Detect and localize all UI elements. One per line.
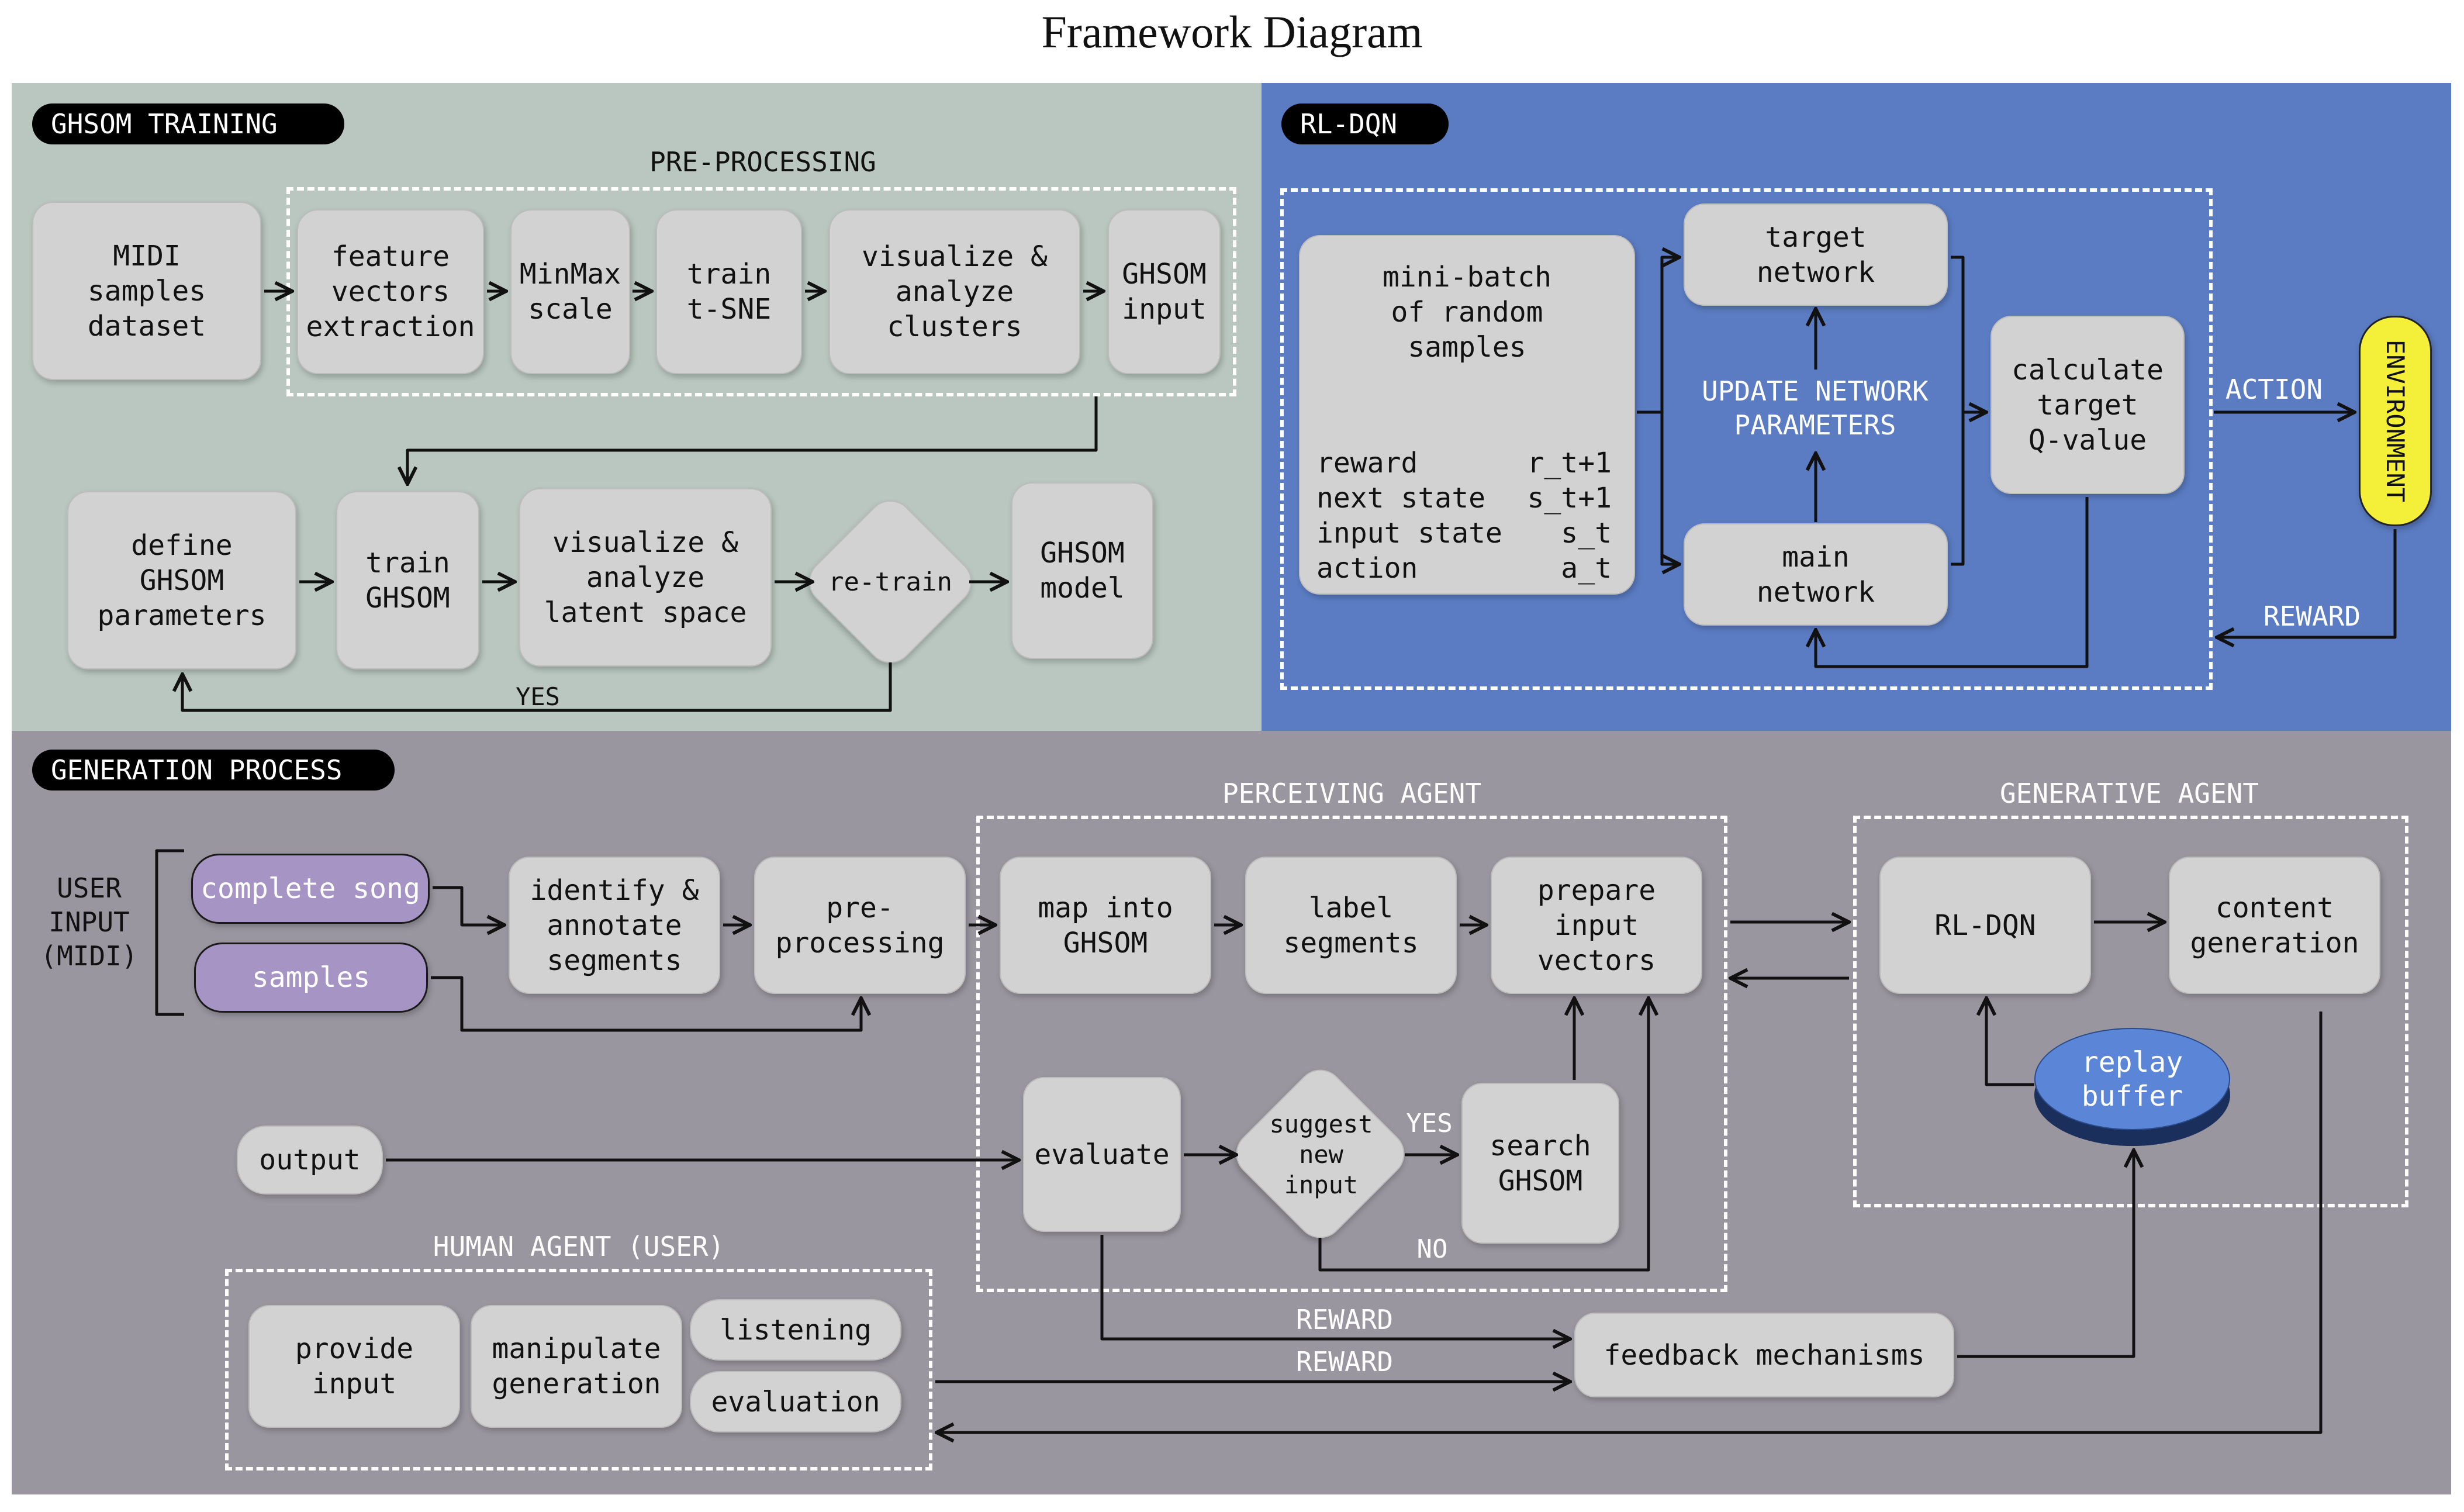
ghsom-input-node: GHSOM input bbox=[1108, 209, 1221, 374]
user-input-bracket bbox=[155, 849, 184, 1016]
prepare-vectors-node: prepare input vectors bbox=[1491, 857, 1702, 994]
rl-dqn-node: RL-DQN bbox=[1879, 857, 2091, 994]
arrow-target-to-merge bbox=[1951, 256, 1965, 412]
minmax-node: MinMax scale bbox=[510, 209, 630, 374]
reward-label-1: REWARD bbox=[1295, 1304, 1394, 1335]
main-network-node: main network bbox=[1684, 523, 1948, 626]
minibatch-reward-sym-wrap: r_t+1 bbox=[1528, 410, 1612, 481]
evaluate-node: evaluate bbox=[1023, 1077, 1181, 1232]
human-agent-region bbox=[225, 1269, 932, 1470]
minibatch-nextstate-row: next state bbox=[1316, 446, 1485, 516]
arrow-content-to-human bbox=[936, 1012, 2323, 1432]
ghsom-training-badge: GHSOM TRAINING bbox=[32, 103, 344, 144]
provide-input-node: provide input bbox=[248, 1305, 460, 1428]
manipulate-generation-node: manipulate generation bbox=[471, 1305, 682, 1428]
ghsom-model-node: GHSOM model bbox=[1011, 482, 1153, 659]
midi-dataset-node: MIDI samples dataset bbox=[32, 202, 261, 380]
feedback-mechanisms-node: feedback mechanisms bbox=[1574, 1313, 1954, 1397]
minibatch-nextstate-name: next state bbox=[1316, 482, 1485, 515]
diagram-title: Framework Diagram bbox=[1041, 6, 1423, 57]
visualize-latent-node: visualize & analyze latent space bbox=[519, 488, 772, 667]
target-network-node: target network bbox=[1684, 203, 1948, 306]
preprocessing-node: pre- processing bbox=[754, 857, 966, 994]
arrow-suggest-no-loop bbox=[1318, 998, 1649, 1272]
minibatch-action-row: action bbox=[1316, 516, 1418, 586]
arrow-feedback-to-buffer bbox=[1957, 1150, 2134, 1358]
minibatch-inputstate-row: input state bbox=[1316, 481, 1502, 551]
environment-node bbox=[2359, 316, 2432, 526]
arrow-evaluate-reward bbox=[1100, 1235, 1570, 1339]
evaluation-node: evaluation bbox=[690, 1371, 901, 1432]
search-ghsom-node: search GHSOM bbox=[1461, 1083, 1619, 1244]
identify-segments-node: identify & annotate segments bbox=[509, 857, 720, 994]
minibatch-title: mini-batch of random samples bbox=[1383, 261, 1551, 364]
arrow-input-to-define bbox=[407, 396, 1098, 484]
minibatch-nextstate-sym: s_t+1 bbox=[1527, 482, 1612, 515]
samples-node: samples bbox=[194, 943, 428, 1013]
minibatch-inputstate-name: input state bbox=[1316, 517, 1502, 550]
action-label: ACTION bbox=[2225, 374, 2323, 405]
label-segments-node: label segments bbox=[1245, 857, 1457, 994]
suggest-yes-label: YES bbox=[1406, 1109, 1453, 1138]
minibatch-inputstate-sym: s_t bbox=[1561, 517, 1612, 550]
calc-q-node: calculate target Q-value bbox=[1990, 316, 2185, 494]
arrow-calcq-to-main bbox=[1816, 497, 2089, 668]
perceiving-agent-region bbox=[976, 816, 1727, 1292]
suggest-label: suggest new input bbox=[1269, 1110, 1373, 1199]
minibatch-action-sym-wrap: a_t bbox=[1561, 516, 1612, 586]
listening-node: listening bbox=[690, 1299, 901, 1361]
rl-dashed-region bbox=[1280, 188, 2213, 690]
minibatch-reward-row: reward bbox=[1316, 410, 1418, 481]
minibatch-action-name: action bbox=[1316, 552, 1418, 585]
generative-agent-region bbox=[1853, 816, 2408, 1207]
suggest-no-label: NO bbox=[1416, 1234, 1448, 1264]
arrow-branch-to-main bbox=[1660, 412, 1679, 564]
minibatch-action-sym: a_t bbox=[1561, 552, 1612, 585]
user-input-label: USER INPUT (MIDI) bbox=[40, 872, 138, 972]
retrain-yes-label: YES bbox=[516, 682, 560, 711]
reward-label-2: REWARD bbox=[1295, 1346, 1394, 1378]
arrow-main-to-merge bbox=[1951, 412, 1965, 566]
human-agent-label: HUMAN AGENT (USER) bbox=[433, 1231, 725, 1262]
minibatch-reward-name: reward bbox=[1316, 447, 1418, 479]
update-params-label: UPDATE NETWORK PARAMETERS bbox=[1702, 375, 1929, 441]
complete-song-node: complete song bbox=[191, 854, 430, 924]
minibatch-nextstate-sym-wrap: s_t+1 bbox=[1528, 446, 1612, 516]
replay-buffer-label: replay buffer bbox=[2081, 1045, 2183, 1113]
minibatch-node: mini-batch of random samples reward r_t+… bbox=[1299, 235, 1635, 595]
arrow-buffer-to-rl bbox=[1986, 998, 2034, 1086]
rl-dqn-badge: RL-DQN bbox=[1281, 103, 1449, 144]
visualize-clusters-node: visualize & analyze clusters bbox=[829, 209, 1080, 374]
arrow-song-to-identify bbox=[433, 886, 504, 925]
map-ghsom-node: map into GHSOM bbox=[1000, 857, 1211, 994]
minibatch-reward-sym: r_t+1 bbox=[1527, 447, 1612, 479]
generation-process-badge: GENERATION PROCESS bbox=[32, 750, 395, 790]
replay-buffer-node bbox=[2034, 1028, 2230, 1130]
feature-vectors-node: feature vectors extraction bbox=[297, 209, 484, 374]
preprocessing-label: PRE-PROCESSING bbox=[649, 146, 876, 178]
minibatch-inputstate-sym-wrap: s_t bbox=[1561, 481, 1612, 551]
perceiving-agent-label: PERCEIVING AGENT bbox=[1222, 778, 1482, 809]
rl-reward-label: REWARD bbox=[2263, 600, 2361, 632]
arrow-reward-return bbox=[2217, 529, 2397, 637]
content-generation-node: content generation bbox=[2169, 857, 2380, 994]
retrain-label: re-train bbox=[828, 567, 952, 597]
define-params-node: define GHSOM parameters bbox=[67, 491, 296, 669]
arrow-retrain-yes-loop bbox=[182, 662, 892, 712]
tsne-node: train t-SNE bbox=[656, 209, 802, 374]
arrow-samples-to-preprocess bbox=[431, 976, 861, 1032]
train-ghsom-node: train GHSOM bbox=[336, 491, 479, 669]
output-node: output bbox=[237, 1126, 383, 1195]
arrow-branch-to-target bbox=[1660, 257, 1679, 412]
generative-agent-label: GENERATIVE AGENT bbox=[1999, 778, 2259, 809]
